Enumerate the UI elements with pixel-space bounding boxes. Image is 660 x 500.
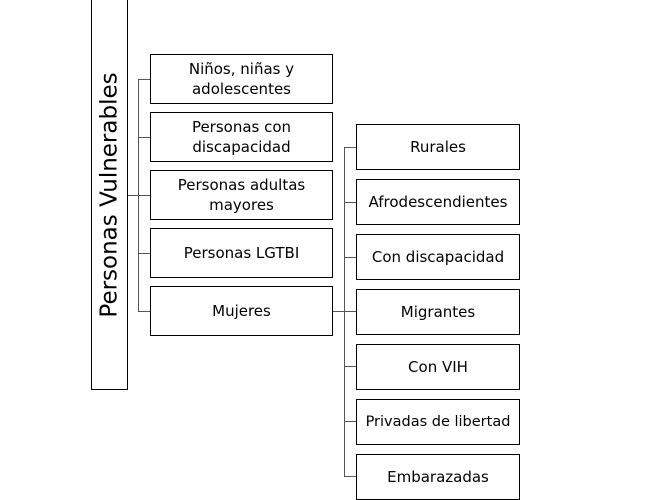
connector	[138, 137, 150, 138]
connector	[344, 257, 356, 258]
group-discapacidad: Personas con discapacidad	[150, 112, 333, 162]
subgroup-con-discapacidad: Con discapacidad	[356, 234, 520, 280]
group-mujeres: Mujeres	[150, 286, 333, 336]
subgroup-label: Con discapacidad	[371, 248, 505, 266]
subgroup-label: Rurales	[410, 138, 466, 156]
connector	[128, 195, 139, 196]
group-lgtbi: Personas LGTBI	[150, 228, 333, 278]
subgroup-migrantes: Migrantes	[356, 289, 520, 335]
subgroup-label: Privadas de libertad	[365, 414, 511, 430]
group-adultas-mayores: Personas adultas mayores	[150, 170, 333, 220]
connector	[344, 421, 356, 422]
subgroup-rurales: Rurales	[356, 124, 520, 170]
subgroup-con-vih: Con VIH	[356, 344, 520, 390]
subgroup-label: Migrantes	[400, 303, 476, 321]
subgroup-afrodescendientes: Afrodescendientes	[356, 179, 520, 225]
group-label: Personas adultas mayores	[177, 176, 306, 214]
group-ninos: Niños, niñas y adolescentes	[150, 54, 333, 104]
subgroup-privadas-de-libertad: Privadas de libertad	[356, 399, 520, 445]
root-label: Personas Vulnerables	[96, 71, 123, 318]
subgroup-label: Con VIH	[408, 358, 468, 376]
connector	[344, 366, 356, 367]
connector	[138, 79, 150, 80]
connector	[344, 147, 356, 148]
connector	[138, 195, 150, 196]
root-node-personas-vulnerables: Personas Vulnerables	[91, 0, 128, 390]
subgroup-label: Embarazadas	[387, 468, 489, 486]
connector	[138, 253, 150, 254]
connector	[138, 311, 150, 312]
connector	[344, 147, 345, 477]
connector	[344, 311, 356, 312]
connector	[344, 476, 356, 477]
group-label: Mujeres	[212, 302, 271, 320]
connector	[333, 311, 345, 312]
group-label: Personas con discapacidad	[191, 118, 292, 156]
subgroup-label: Afrodescendientes	[368, 193, 508, 211]
group-label: Niños, niñas y adolescentes	[188, 60, 295, 98]
connector	[344, 202, 356, 203]
subgroup-embarazadas: Embarazadas	[356, 454, 520, 500]
group-label: Personas LGTBI	[183, 244, 300, 262]
